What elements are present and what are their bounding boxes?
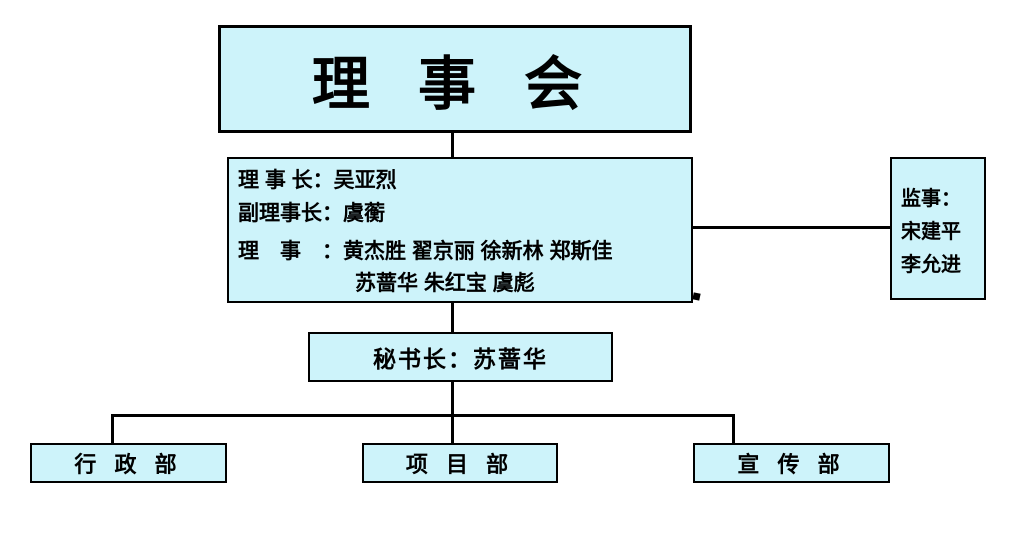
connector-secretary-to-branch bbox=[451, 380, 454, 444]
vice-chairman-line: 副理事长：虞蘅 bbox=[238, 202, 385, 225]
board-label: 理 事 会 bbox=[311, 52, 599, 117]
board-box[interactable]: 理 事 会 bbox=[218, 25, 692, 133]
department-box-admin[interactable]: 行 政 部 bbox=[30, 443, 227, 483]
connector-leadership-to-supervisors bbox=[692, 226, 890, 229]
department-admin-label: 行 政 部 bbox=[74, 452, 183, 477]
directors-line-2: 苏蔷华 朱红宝 虞彪 bbox=[355, 272, 535, 295]
department-box-project[interactable]: 项 目 部 bbox=[362, 443, 558, 483]
connector-leadership-to-secretary bbox=[451, 301, 454, 333]
supervisors-title: 监事： bbox=[901, 188, 961, 210]
connector-branch-horizontal bbox=[111, 414, 735, 417]
connector-drop-publicity bbox=[732, 415, 735, 444]
supervisor-name-2: 李允进 bbox=[901, 254, 961, 276]
department-box-publicity[interactable]: 宣 传 部 bbox=[693, 443, 890, 483]
secretary-label: 秘书长：苏蔷华 bbox=[373, 346, 548, 372]
department-project-label: 项 目 部 bbox=[405, 452, 515, 477]
secretary-box[interactable]: 秘书长：苏蔷华 bbox=[308, 332, 613, 382]
department-publicity-label: 宣 传 部 bbox=[737, 452, 846, 477]
supervisor-name-1: 宋建平 bbox=[901, 221, 961, 243]
directors-line-1: 理 事 ：黄杰胜 翟京丽 徐新林 郑斯佳 bbox=[238, 240, 613, 263]
shape-anchor-handle bbox=[692, 292, 701, 301]
supervisors-box[interactable]: 监事： 宋建平 李允进 bbox=[890, 157, 986, 300]
connector-board-to-leadership bbox=[451, 131, 454, 158]
chairman-line: 理 事 长：吴亚烈 bbox=[238, 169, 397, 192]
leadership-box[interactable]: 理 事 长：吴亚烈 副理事长：虞蘅 理 事 ：黄杰胜 翟京丽 徐新林 郑斯佳 苏… bbox=[227, 157, 693, 303]
connector-drop-admin bbox=[111, 414, 114, 444]
